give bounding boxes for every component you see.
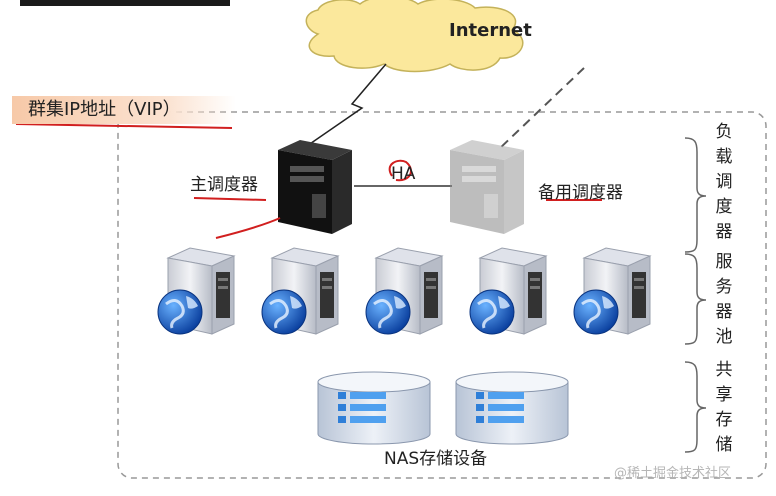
- nas-disk-icon: [317, 371, 431, 445]
- annotation-marks: [15, 123, 602, 239]
- pool-char: 池: [715, 327, 733, 347]
- nas-label: NAS存储设备: [384, 449, 488, 469]
- lb-char: 载: [715, 147, 733, 167]
- pool-char: 务: [715, 277, 733, 297]
- lb-group-label: 负 载 调 度 器: [712, 120, 736, 245]
- group-brackets: [684, 137, 707, 453]
- internet-cloud: [305, 0, 524, 73]
- lb-char: 调: [715, 172, 733, 192]
- web-server-icon: [469, 247, 548, 335]
- lb-char: 度: [715, 197, 733, 217]
- web-server-icon: [261, 247, 340, 335]
- backup-link-line: [497, 67, 585, 151]
- nas-devices: [317, 371, 569, 445]
- ha-label: HA: [391, 164, 416, 184]
- web-server-icon: [573, 247, 652, 335]
- storage-char: 存: [715, 410, 733, 430]
- vip-label: 群集IP地址（VIP）: [12, 96, 236, 124]
- storage-char: 享: [715, 385, 733, 405]
- heading-fragment: [20, 0, 230, 6]
- lb-char: 负: [715, 122, 733, 142]
- primary-server-icon: [278, 140, 352, 234]
- web-server-icon: [365, 247, 444, 335]
- backup-server-icon: [450, 140, 524, 234]
- internet-label: Internet: [449, 20, 532, 41]
- backup-scheduler-label: 备用调度器: [538, 183, 623, 203]
- primary-link-line: [303, 63, 387, 149]
- vip-boundary: [117, 111, 767, 479]
- web-server-icon: [157, 247, 236, 335]
- primary-scheduler-label: 主调度器: [190, 175, 258, 195]
- storage-char: 储: [715, 435, 733, 455]
- storage-char: 共: [715, 360, 733, 380]
- pool-char: 器: [715, 302, 733, 322]
- lb-char: 器: [715, 222, 733, 242]
- watermark: @稀土掘金技术社区: [614, 466, 732, 481]
- server-pool: [157, 247, 652, 335]
- storage-group-label: 共 享 存 储: [712, 358, 736, 458]
- server-pool-group-label: 服 务 器 池: [712, 250, 736, 350]
- pool-char: 服: [715, 252, 733, 272]
- nas-disk-icon: [455, 371, 569, 445]
